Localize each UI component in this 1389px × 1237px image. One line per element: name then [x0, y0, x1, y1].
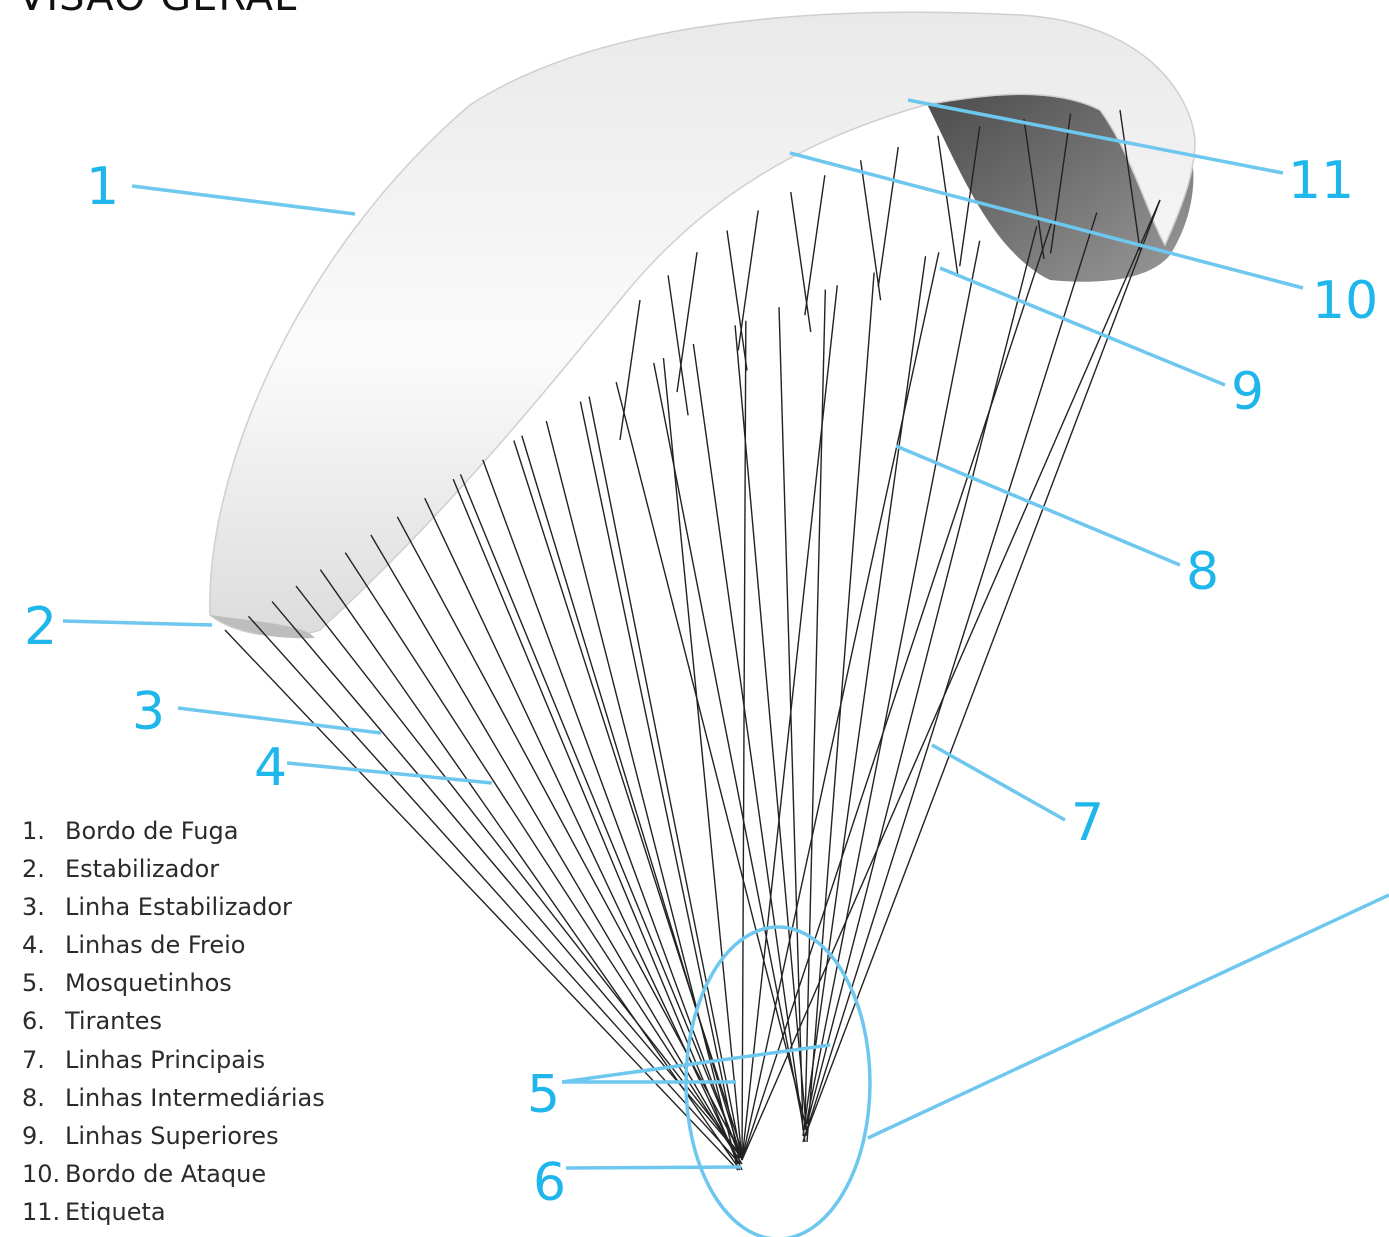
callout-7: 7 [1071, 793, 1104, 853]
suspension-line [654, 363, 803, 1124]
leader-2 [63, 621, 212, 625]
legend-item: 10.Bordo de Ataque [22, 1155, 325, 1193]
suspension-line [483, 460, 740, 1158]
upper-line [878, 147, 898, 287]
suspension-line [803, 256, 926, 1136]
legend-item-label: Mosquetinhos [65, 964, 232, 1002]
legend-list: 1.Bordo de Fuga2.Estabilizador3.Linha Es… [22, 812, 325, 1231]
legend-item: 1.Bordo de Fuga [22, 812, 325, 850]
callout-5: 5 [527, 1065, 560, 1125]
callout-6: 6 [533, 1153, 566, 1213]
callout-2: 2 [24, 597, 57, 657]
callout-9: 9 [1231, 362, 1264, 422]
legend-item: 4.Linhas de Freio [22, 926, 325, 964]
leader-1 [132, 186, 355, 214]
legend-item-number: 4. [22, 926, 65, 964]
suspension-line [742, 200, 1160, 1160]
legend-item: 6.Tirantes [22, 1002, 325, 1040]
upper-line [861, 160, 881, 300]
callout-1: 1 [86, 157, 119, 217]
suspension-line [616, 382, 807, 1130]
upper-line [805, 175, 825, 315]
legend-item: 5.Mosquetinhos [22, 964, 325, 1002]
legend-item-number: 6. [22, 1002, 65, 1040]
suspension-line [460, 474, 742, 1160]
legend-item-label: Linhas de Freio [65, 926, 245, 964]
leader-3 [178, 708, 381, 733]
legend-item-label: Linha Estabilizador [65, 888, 292, 926]
suspension-line [425, 498, 742, 1170]
legend-item-number: 7. [22, 1041, 65, 1079]
legend-item-number: 10. [22, 1155, 65, 1193]
legend-item: 9.Linhas Superiores [22, 1117, 325, 1155]
legend-item-label: Linhas Superiores [65, 1117, 279, 1155]
legend-item: 7.Linhas Principais [22, 1041, 325, 1079]
upper-line [668, 275, 688, 415]
legend-item: 11.Etiqueta [22, 1193, 325, 1231]
legend-item-label: Bordo de Ataque [65, 1155, 266, 1193]
leader-6 [566, 1167, 741, 1168]
suspension-line [735, 325, 807, 1136]
legend-item: 8.Linhas Intermediárias [22, 1079, 325, 1117]
upper-line [620, 300, 640, 440]
legend-item-label: Estabilizador [65, 850, 219, 888]
legend-item-number: 1. [22, 812, 65, 850]
leader-8 [896, 446, 1180, 565]
leader-9 [940, 268, 1225, 385]
legend-item-label: Linhas Intermediárias [65, 1079, 325, 1117]
callout-8: 8 [1186, 542, 1219, 602]
legend-item-label: Etiqueta [65, 1193, 166, 1231]
leader-7 [932, 745, 1065, 820]
suspension-line [805, 200, 1160, 1136]
callout-3: 3 [132, 682, 165, 742]
suspension-line [663, 358, 742, 1160]
callout-11: 11 [1288, 151, 1354, 211]
suspension-line [522, 436, 742, 1160]
suspension-line [805, 241, 980, 1130]
legend-item-number: 2. [22, 850, 65, 888]
legend-item: 2.Estabilizador [22, 850, 325, 888]
legend-item: 3.Linha Estabilizador [22, 888, 325, 926]
upper-line [738, 210, 758, 350]
callout-4: 4 [254, 738, 287, 798]
legend-item-number: 8. [22, 1079, 65, 1117]
legend-item-label: Bordo de Fuga [65, 812, 238, 850]
suspension-line [546, 421, 738, 1170]
legend-item-label: Linhas Principais [65, 1041, 265, 1079]
suspension-line [742, 223, 1051, 1160]
suspension-line [779, 307, 803, 1130]
suspension-line [580, 402, 740, 1164]
suspension-line [807, 226, 1037, 1124]
legend-item-label: Tirantes [65, 1002, 162, 1040]
legend-item-number: 3. [22, 888, 65, 926]
legend-item-number: 5. [22, 964, 65, 1002]
legend-item-number: 9. [22, 1117, 65, 1155]
callout-10: 10 [1312, 271, 1378, 331]
leader-4 [287, 763, 492, 783]
upper-line [677, 252, 697, 392]
suspension-line [272, 602, 742, 1158]
legend-item-number: 11. [22, 1193, 65, 1231]
upper-line [791, 192, 811, 332]
detail-pointer [868, 895, 1389, 1138]
